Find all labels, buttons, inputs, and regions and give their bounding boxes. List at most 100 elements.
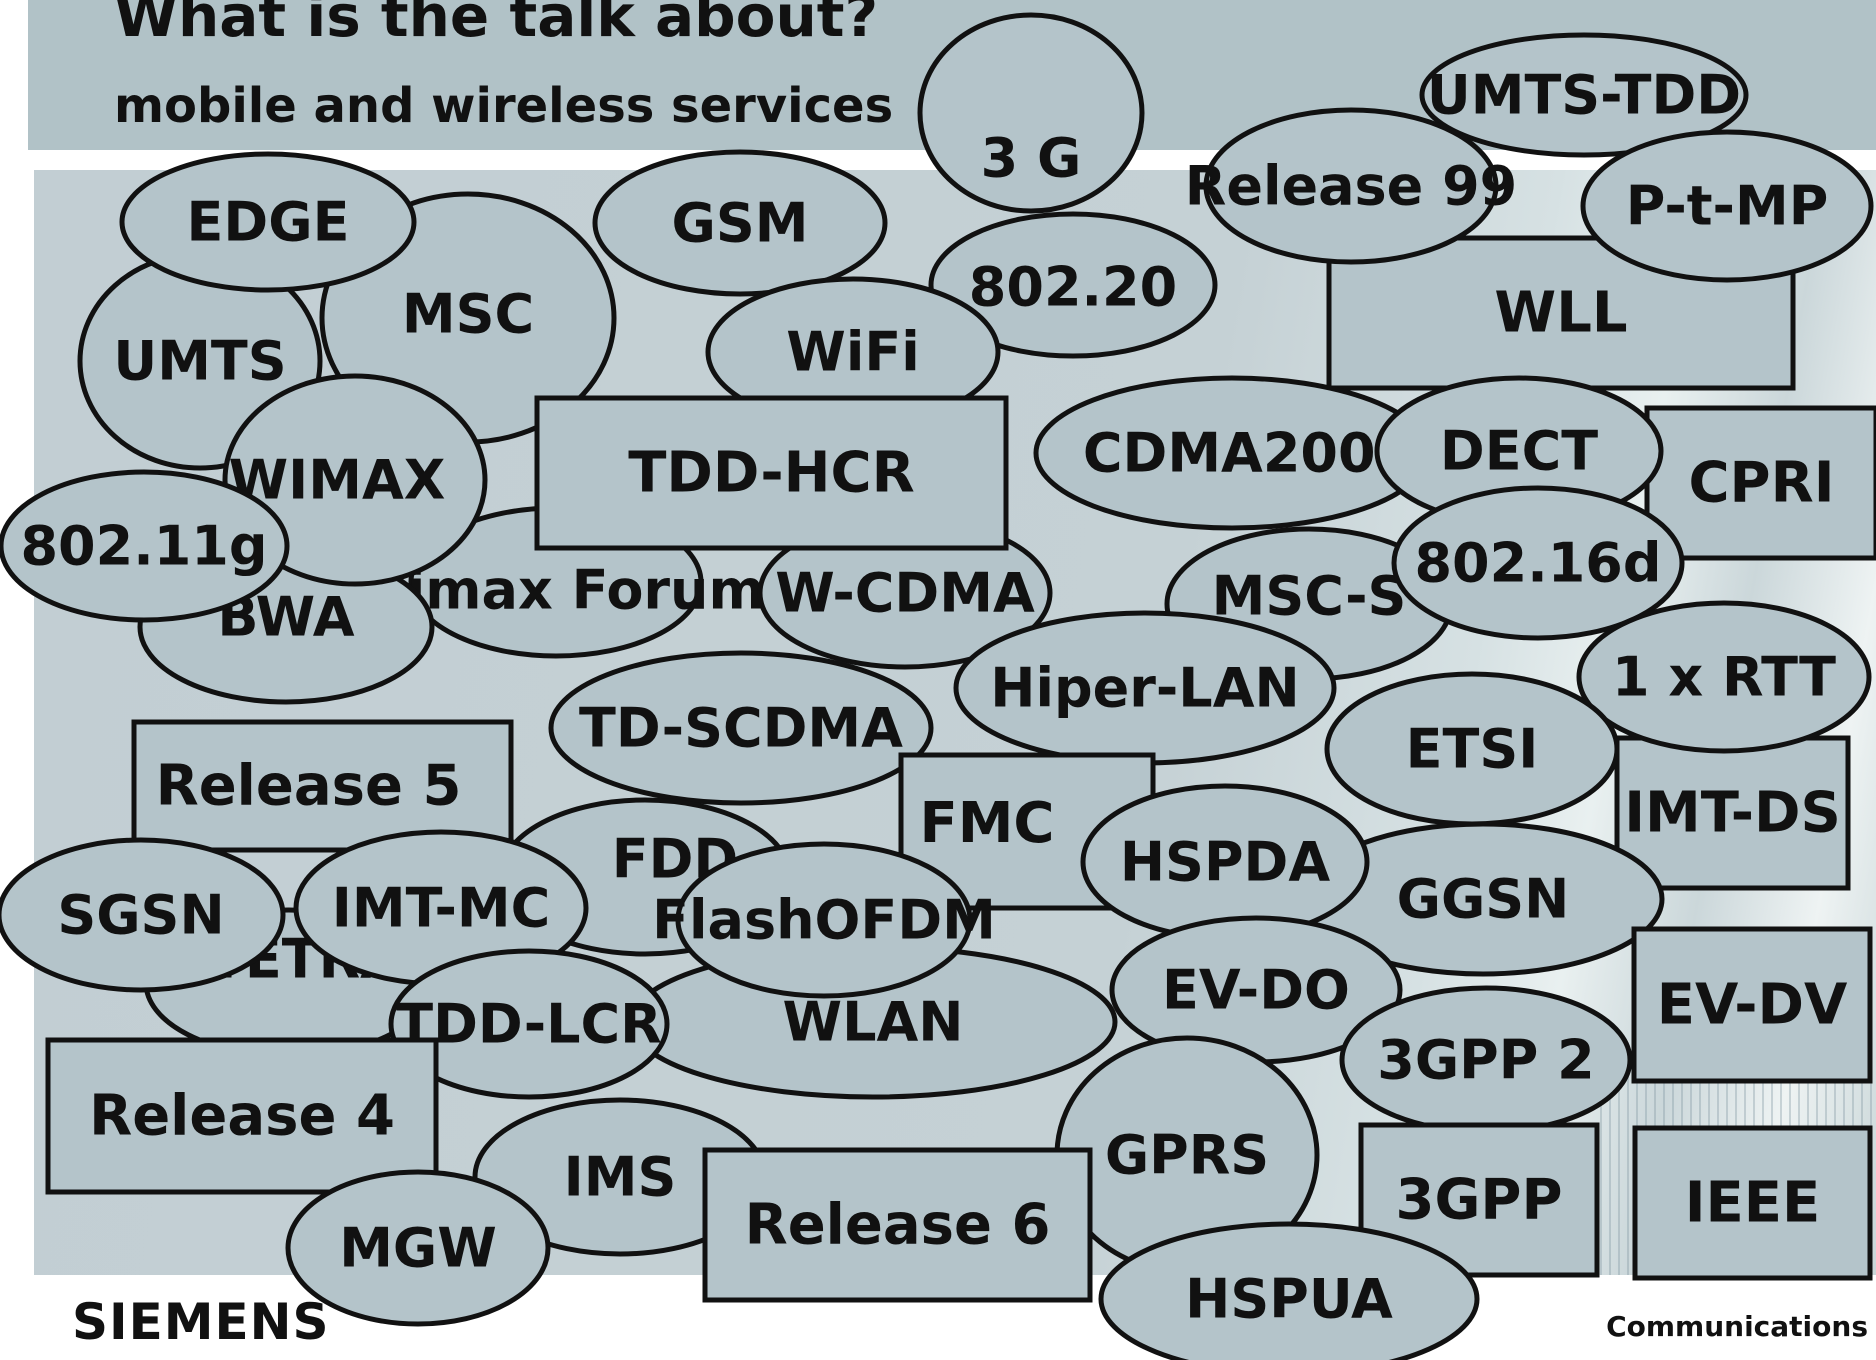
term-label: Hiper-LAN	[990, 657, 1299, 720]
term-label: Release 4	[89, 1084, 395, 1149]
term-ellipse	[222, 373, 488, 587]
term-release-6: Release 6	[702, 1147, 1093, 1303]
term-label: EV-DV	[1657, 973, 1848, 1038]
term-sgsn: SGSN	[0, 837, 286, 993]
term-gsm: GSM	[592, 149, 888, 297]
term-hspua: HSPUA	[1098, 1221, 1480, 1360]
term-ellipse	[1576, 600, 1872, 754]
term-label: 3GPP 2	[1377, 1029, 1594, 1092]
term-flashofdm: FlashOFDM	[652, 841, 996, 999]
term-label: TDD-HCR	[628, 441, 915, 506]
term-ims: IMS	[472, 1097, 768, 1257]
term-umts-tdd: UMTS-TDD	[1419, 32, 1749, 158]
term-cpri: CPRI	[1644, 405, 1876, 561]
term-label: TDD-LCR	[396, 993, 662, 1056]
term-label: FlashOFDM	[652, 889, 996, 952]
term-label: UMTS-TDD	[1427, 64, 1741, 127]
term-ieee: IEEE	[1632, 1125, 1873, 1281]
term-label: 802.20	[969, 256, 1177, 319]
term-3-g: 3 G	[917, 12, 1145, 214]
term-cdma2000: CDMA2000	[1033, 375, 1431, 531]
term-label: DECT	[1440, 420, 1598, 483]
term-etsi: ETSI	[1324, 671, 1620, 827]
term-ellipse	[592, 149, 888, 297]
term-label: HSPDA	[1120, 831, 1330, 894]
term-label: TD-SCDMA	[579, 697, 903, 760]
term-label: 3 G	[981, 127, 1082, 190]
term-ellipse	[0, 469, 290, 623]
term-1-x-rtt: 1 x RTT	[1576, 600, 1872, 754]
term-label: FMC	[919, 791, 1054, 856]
term-label: 3GPP	[1395, 1168, 1562, 1233]
term-label: 802.16d	[1414, 532, 1661, 595]
term-box	[702, 1147, 1093, 1303]
term-label: GGSN	[1397, 868, 1570, 931]
term-ellipse	[1203, 107, 1499, 265]
term-tdd-hcr: TDD-HCR	[534, 395, 1009, 551]
term-td-scdma: TD-SCDMA	[548, 650, 934, 806]
term-ellipse	[285, 1169, 551, 1327]
term-802-16d: 802.16d	[1391, 485, 1685, 641]
term-label: MSC	[402, 283, 534, 346]
term-label: WLL	[1494, 281, 1627, 346]
term-dect: DECT	[1374, 375, 1664, 527]
term-label: WiFi	[786, 321, 919, 384]
term-ellipse	[1580, 129, 1874, 283]
term-ellipse	[548, 650, 934, 806]
term-release-4: Release 4	[45, 1037, 439, 1195]
term-mgw: MGW	[285, 1169, 551, 1327]
footer-division-label: Communications	[1606, 1310, 1868, 1343]
term-box	[1614, 735, 1851, 891]
term-label: Release 5	[156, 754, 462, 819]
term-ellipse	[675, 841, 973, 999]
term-imt-mc: IMT-MC	[293, 829, 589, 987]
term-ellipse	[119, 151, 417, 293]
term-box	[1644, 405, 1876, 561]
siemens-logo: SIEMENS	[72, 1293, 330, 1351]
term-box	[1631, 926, 1873, 1084]
term-label: WIMAX	[229, 449, 446, 512]
slide-title: What is the talk about?	[114, 0, 879, 50]
term-label: UMTS	[113, 330, 286, 393]
term-label: EDGE	[187, 191, 350, 254]
term-tdd-lcr: TDD-LCR	[388, 948, 670, 1100]
term-label: IEEE	[1685, 1171, 1821, 1236]
term-3gpp-2: 3GPP 2	[1339, 985, 1633, 1135]
term-label: GPRS	[1105, 1124, 1269, 1187]
term-label: EV-DO	[1162, 959, 1350, 1022]
term-ellipse	[388, 948, 670, 1100]
term-wifi: WiFi	[705, 276, 1001, 428]
term-wimax: WIMAX	[222, 373, 488, 587]
term-label: GSM	[672, 192, 809, 255]
term-ellipse	[0, 837, 286, 993]
term-box	[534, 395, 1009, 551]
term-label: MGW	[339, 1217, 497, 1280]
term-ellipse	[1098, 1221, 1480, 1360]
term-box	[131, 719, 514, 853]
term-edge: EDGE	[119, 151, 417, 293]
term-hiper-lan: Hiper-LAN	[953, 610, 1337, 766]
slide-subtitle: mobile and wireless services	[114, 78, 894, 134]
term-label: Release 6	[745, 1193, 1051, 1258]
term-ev-do: EV-DO	[1109, 915, 1403, 1065]
term-p-t-mp: P-t-MP	[1580, 129, 1874, 283]
term-box	[45, 1037, 439, 1195]
term-ggsn: GGSN	[1301, 821, 1665, 977]
term-label: WLAN	[783, 991, 964, 1054]
term-label: MSC-S	[1212, 565, 1407, 628]
term-label: CPRI	[1688, 451, 1834, 516]
term-w-cdma: W-CDMA	[757, 516, 1053, 670]
term-label: Release 99	[1185, 155, 1518, 218]
term-ellipse	[917, 12, 1145, 214]
term-label: P-t-MP	[1626, 175, 1829, 238]
term-release-5: Release 5	[131, 719, 514, 853]
term-802-20: 802.20	[928, 211, 1218, 359]
term-ellipse	[1391, 485, 1685, 641]
term-label: IMT-MC	[332, 877, 551, 940]
term-ellipse	[928, 211, 1218, 359]
term-ev-dv: EV-DV	[1631, 926, 1873, 1084]
term-ellipse	[1419, 32, 1749, 158]
term-label: W-CDMA	[775, 562, 1035, 625]
term-box	[1632, 1125, 1873, 1281]
